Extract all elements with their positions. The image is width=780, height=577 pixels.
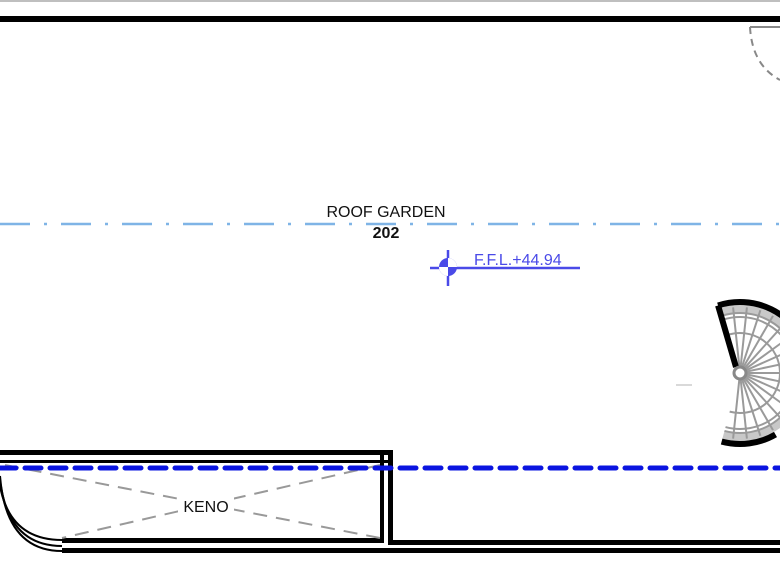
stair-tread (745, 373, 780, 383)
room-number: 202 (373, 225, 400, 242)
storage-room: KENO (0, 450, 780, 553)
level-target-quadrant (439, 267, 448, 276)
stair-wall (715, 304, 739, 368)
stair-wall (720, 431, 777, 447)
top-wall (0, 16, 780, 22)
stair-tread (742, 315, 774, 369)
bottom-wall-right (388, 540, 780, 545)
storage-bottom-wall (62, 538, 384, 543)
storage-top-wall-inner (0, 460, 390, 463)
curved-wall (0, 479, 63, 547)
level-marker: F.F.L.+44.94 (430, 250, 580, 286)
storage-top-wall (0, 450, 393, 455)
stair-tread (742, 377, 774, 431)
stair-tread (740, 378, 762, 437)
stair-tread (744, 342, 780, 371)
stair-arc (721, 312, 780, 434)
stair-tread (743, 376, 780, 419)
storage-right-wall-outer (388, 450, 393, 545)
label-backdrop (178, 495, 234, 517)
stair-tread (739, 307, 748, 368)
stair-tread (744, 375, 780, 404)
level-target-quadrant (448, 258, 457, 267)
storage-label: KENO (183, 499, 228, 516)
stair-tread-band (718, 305, 780, 441)
storage-right-wall (380, 455, 384, 543)
stair-tread (732, 378, 741, 439)
stair-tread (739, 378, 748, 439)
spiral-stair (676, 299, 780, 447)
room-name: ROOF GARDEN (326, 204, 445, 221)
bottom-wall (62, 548, 780, 553)
stair-tread (745, 363, 780, 373)
stair-center-post (732, 365, 748, 381)
stair-tread (745, 374, 780, 392)
stair-tread (743, 327, 780, 370)
stair-tread (732, 307, 741, 368)
door-swing-arc (749, 26, 780, 81)
stair-arc (722, 316, 780, 430)
curved-wall (0, 475, 63, 552)
stair-wall (717, 299, 780, 319)
level-label: F.F.L.+44.94 (474, 252, 562, 269)
stair-tread (745, 354, 780, 372)
stair-tread (740, 309, 762, 368)
